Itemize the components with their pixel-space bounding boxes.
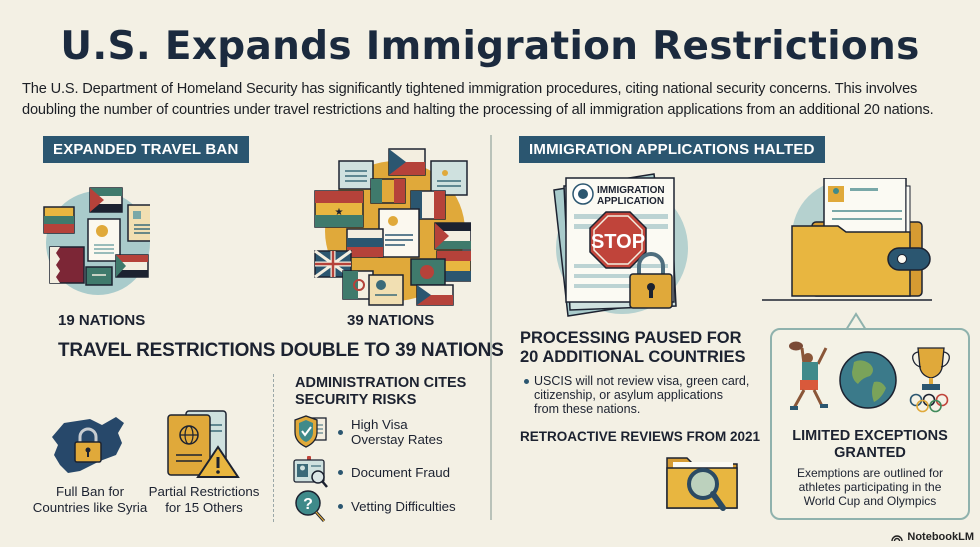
bullet-dot <box>338 503 343 509</box>
footer-brand-text: NotebookLM <box>907 531 974 543</box>
question-magnifier-icon: ? <box>292 488 330 524</box>
stop-sign-text: STOP <box>591 231 645 253</box>
stop-application-illustration: IMMIGRATION APPLICATION STOP <box>550 170 700 318</box>
exceptions-heading: LIMITED EXCEPTIONS GRANTED <box>792 428 948 461</box>
id-card-magnifier-icon <box>292 454 330 490</box>
bullet-dot <box>524 379 529 384</box>
syria-map-lock-icon <box>50 415 130 477</box>
section-badge-applications-halted: IMMIGRATION APPLICATIONS HALTED <box>519 136 825 163</box>
full-ban-caption: Full Ban for Countries like Syria <box>32 484 148 515</box>
doc-title-line2: APPLICATION <box>597 196 664 207</box>
risk-item-overstay: High Visa Overstay Rates <box>292 414 443 450</box>
left-dashed-divider <box>273 374 274 522</box>
security-risks-heading: ADMINISTRATION CITES SECURITY RISKS <box>295 375 467 408</box>
doc-title-line1: IMMIGRATION <box>597 185 665 196</box>
risk-item-document-fraud: Document Fraud <box>292 454 450 490</box>
bullet-dot <box>338 469 343 475</box>
sports-illustration <box>782 340 962 418</box>
travel-restrictions-headline: TRAVEL RESTRICTIONS DOUBLE TO 39 NATIONS <box>58 340 504 361</box>
exceptions-callout: LIMITED EXCEPTIONS GRANTED Exemptions ar… <box>770 328 970 520</box>
page-title: U.S. Expands Immigration Restrictions <box>60 24 920 69</box>
section-divider <box>490 135 492 520</box>
footer-branding: NotebookLM <box>891 531 974 543</box>
folder-magnifier-icon <box>665 452 745 520</box>
thirty-nine-nations-illustration: ★ <box>313 147 472 307</box>
section-badge-travel-ban: EXPANDED TRAVEL BAN <box>43 136 249 163</box>
thirty-nine-nations-label: 39 NATIONS <box>347 312 435 329</box>
intro-paragraph: The U.S. Department of Homeland Security… <box>22 81 934 118</box>
svg-text:?: ? <box>303 496 313 513</box>
partial-restrictions-caption: Partial Restrictions for 15 Others <box>148 484 260 515</box>
folder-wallet-illustration <box>762 177 932 304</box>
nineteen-nations-illustration <box>40 185 157 295</box>
callout-tail <box>845 312 867 332</box>
exceptions-text: Exemptions are outlined for athletes par… <box>796 466 944 508</box>
notebooklm-logo-icon <box>891 532 904 542</box>
bullet-dot <box>338 429 343 435</box>
retroactive-reviews-heading: RETROACTIVE REVIEWS FROM 2021 <box>520 429 761 444</box>
processing-paused-bullet: USCIS will not review visa, green card, … <box>524 374 749 416</box>
shield-check-icon <box>292 414 330 450</box>
processing-paused-heading: PROCESSING PAUSED FOR 20 ADDITIONAL COUN… <box>520 329 746 366</box>
risk-item-vetting: ? Vetting Difficulties <box>292 488 456 524</box>
svg-text:★: ★ <box>335 207 344 218</box>
passport-warning-icon <box>166 405 242 481</box>
nineteen-nations-label: 19 NATIONS <box>58 312 146 329</box>
